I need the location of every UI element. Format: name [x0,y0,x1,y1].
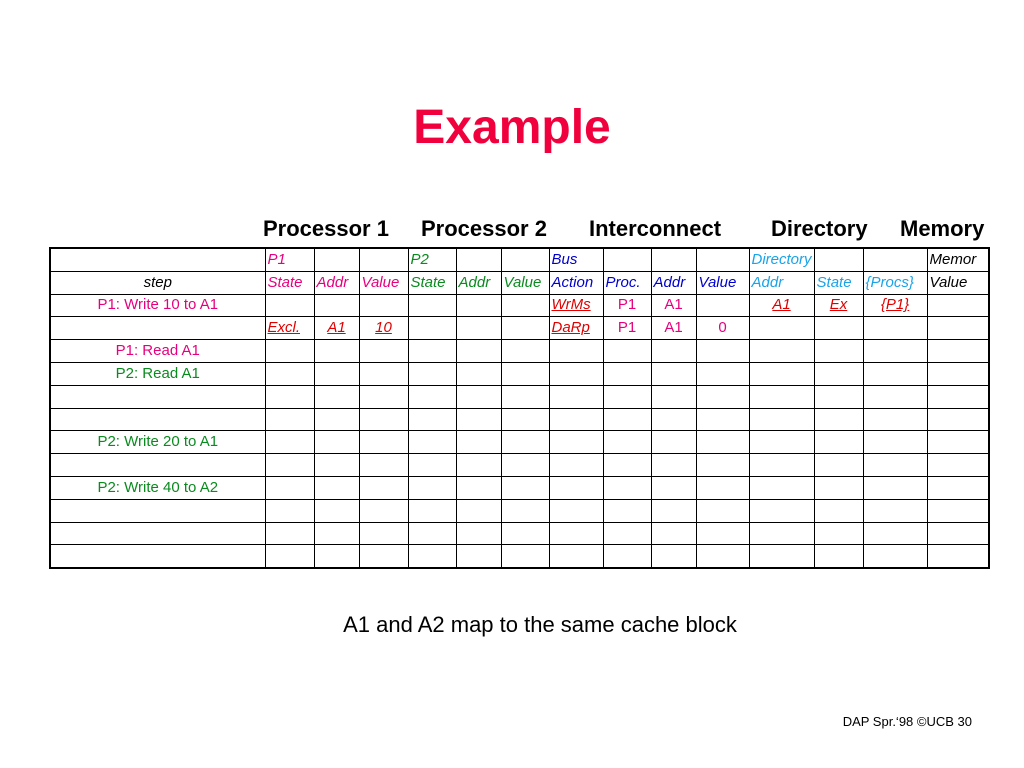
step-label: P2: Write 20 to A1 [49,430,266,455]
step-label: P1: Read A1 [49,339,266,363]
footnote: A1 and A2 map to the same cache block [343,612,737,637]
step-label [49,316,266,341]
table-cell: Bus [548,247,604,272]
table-cell [49,247,266,272]
slide-title: Example [413,101,611,154]
table-cell: 0 [695,316,750,341]
table-cell: WrMs [548,293,604,318]
step-label [49,521,266,546]
table-cell: A1 [313,316,360,341]
table-cell [358,247,409,272]
table-column-row: step State Addr Value State Addr Value A… [49,270,990,295]
table-cell: P2 [407,247,457,272]
step-label: P2: Read A1 [49,361,266,386]
directory-header: Directory [771,216,868,241]
table-cell [455,247,502,272]
interconnect-header: Interconnect [589,216,722,241]
table-row [49,498,990,523]
table-cell: Addr [313,270,360,295]
table-row [49,521,990,546]
table-row [49,384,990,409]
table-row: P1: Read A1 [49,339,990,363]
table-cell: Memor [926,247,990,272]
table-cell: Ex [813,293,864,318]
coherence-table: P1 P2 Bus Directory Memor step State Add… [49,247,991,570]
table-cell: P1 [602,316,652,341]
step-label [49,498,266,523]
step-label: P1: Write 10 to A1 [49,293,266,318]
table-cell: Value [500,270,550,295]
table-cell: step [49,270,266,295]
table-cell: P1 [264,247,315,272]
table-cell [500,247,550,272]
table-cell [650,247,697,272]
table-row: Excl. A1 10 DaRp P1 A1 0 [49,316,990,341]
step-label [49,544,266,569]
table-cell: State [813,270,864,295]
step-label: P2: Write 40 to A2 [49,475,266,500]
table-row: P2: Write 40 to A2 [49,475,990,500]
table-cell: Value [358,270,409,295]
step-label [49,384,266,409]
table-cell: Value [695,270,750,295]
table-cell: Addr [748,270,815,295]
step-label [49,453,266,477]
table-cell: Addr [650,270,697,295]
table-cell [602,247,652,272]
processor1-header: Processor 1 [263,216,389,241]
table-cell [313,247,360,272]
table-cell [862,247,928,272]
table-row [49,407,990,432]
table-cell: Directory [748,247,815,272]
table-cell: A1 [748,293,815,318]
table-cell: Action [548,270,604,295]
table-row: P2: Read A1 [49,361,990,386]
table-cell: A1 [650,293,697,318]
table-cell: Excl. [264,316,315,341]
processor2-header: Processor 2 [421,216,547,241]
table-cell: P1 [602,293,652,318]
table-row: P1: Write 10 to A1 WrMs P1 A1 A1 Ex {P1} [49,293,990,318]
table-cell: State [407,270,457,295]
slide-credit: DAP Spr.‘98 ©UCB 30 [842,714,972,729]
table-cell [695,247,750,272]
table-row [49,544,990,569]
step-label [49,407,266,432]
table-cell: State [264,270,315,295]
table-row [49,453,990,477]
table-cell: 10 [358,316,409,341]
table-row: P2: Write 20 to A1 [49,430,990,455]
table-cell: Addr [455,270,502,295]
table-cell: A1 [650,316,697,341]
table-cell: {P1} [862,293,928,318]
table-cell [813,247,864,272]
table-cell: {Procs} [862,270,928,295]
table-cell: Proc. [602,270,652,295]
memory-header: Memory [900,216,985,241]
table-cell: Value [926,270,990,295]
table-group-row: P1 P2 Bus Directory Memor [49,247,990,272]
table-cell: DaRp [548,316,604,341]
